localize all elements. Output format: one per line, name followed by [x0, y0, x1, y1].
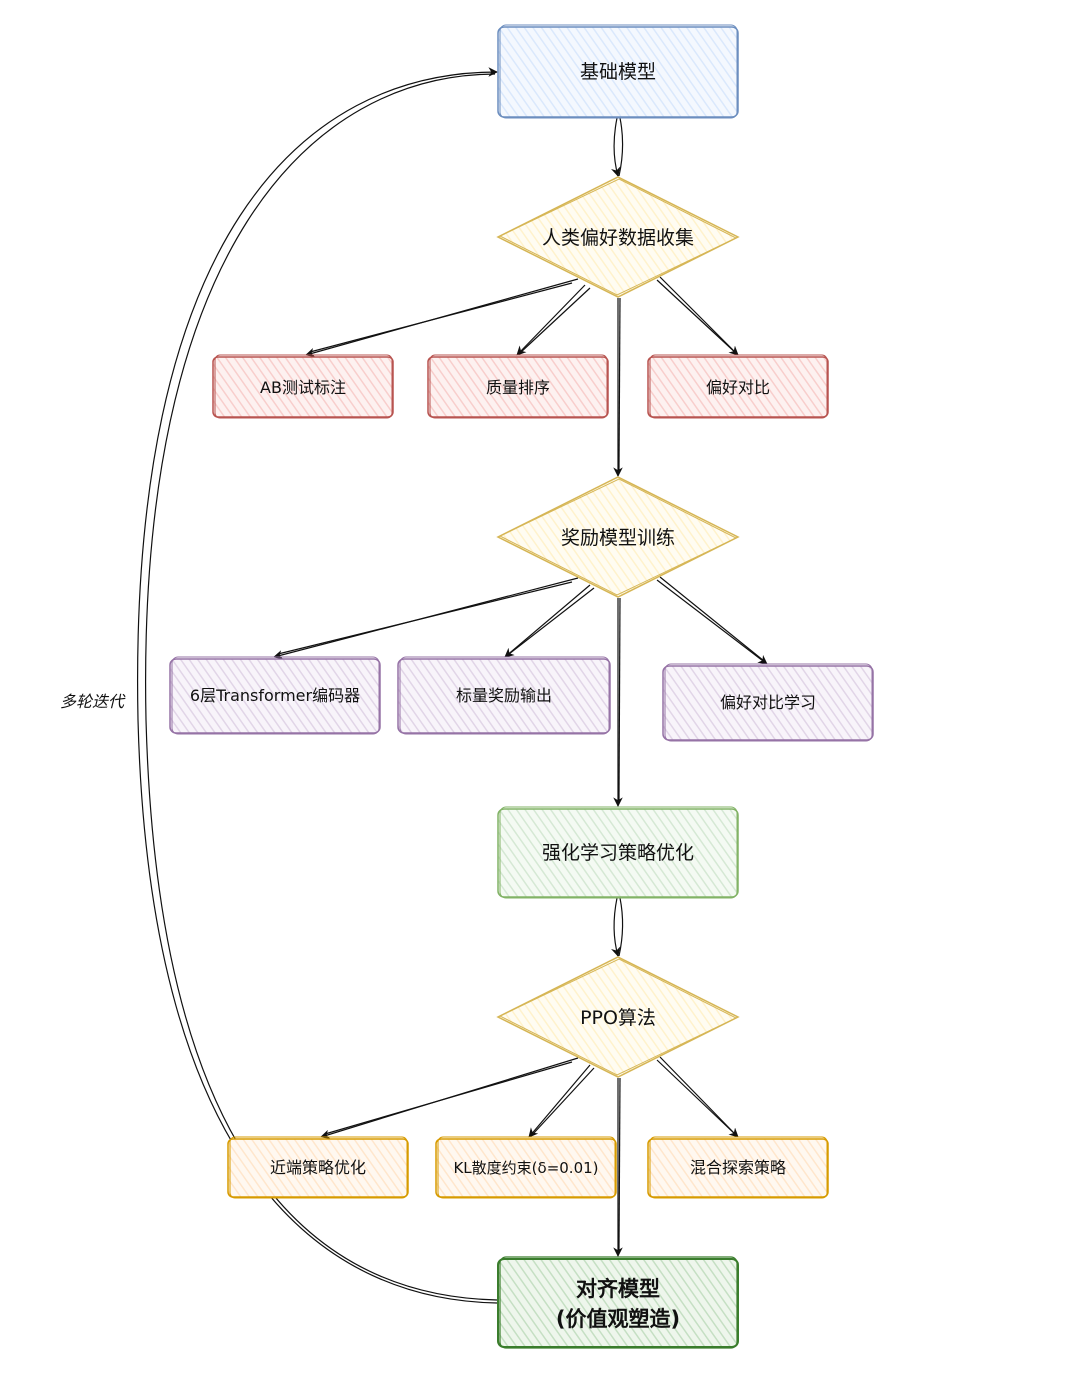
node-proximal[interactable]: 近端策略优化 — [227, 1136, 409, 1199]
node-ab-test-label: AB测试标注 — [260, 378, 346, 397]
edge-reward-to-scalar — [504, 584, 591, 658]
edge-rl-to-ppo — [611, 897, 621, 957]
node-scalar-reward[interactable]: 标量奖励输出 — [397, 656, 611, 735]
node-proximal-label: 近端策略优化 — [270, 1158, 366, 1177]
edges — [136, 67, 768, 1304]
node-hybrid-label: 混合探索策略 — [690, 1158, 786, 1177]
node-pref-contrast-label: 偏好对比学习 — [720, 693, 816, 712]
node-rl-opt[interactable]: 强化学习策略优化 — [497, 806, 739, 899]
node-ppo-label: PPO算法 — [580, 1007, 656, 1029]
node-transformer[interactable]: 6层Transformer编码器 — [169, 656, 381, 735]
node-aligned[interactable]: 对齐模型 (价值观塑造) — [497, 1256, 739, 1349]
node-rl-opt-label: 强化学习策略优化 — [542, 842, 694, 864]
edge-base-to-collect — [611, 117, 621, 177]
edge-ppo-to-hybrid — [656, 1059, 739, 1138]
node-hybrid[interactable]: 混合探索策略 — [647, 1136, 829, 1199]
node-kl[interactable]: KL散度约束(δ=0.01) — [435, 1136, 617, 1199]
node-pref-collect[interactable]: 人类偏好数据收集 — [496, 176, 740, 298]
node-reward-train-label: 奖励模型训练 — [561, 527, 675, 549]
node-pref-compare-label: 偏好对比 — [706, 378, 770, 397]
node-aligned-label-line1: 对齐模型 — [576, 1277, 660, 1301]
edge-ppo-to-kl — [528, 1064, 591, 1138]
node-base-model-label: 基础模型 — [580, 61, 656, 83]
node-transformer-label: 6层Transformer编码器 — [190, 686, 360, 705]
loop-label: 多轮迭代 — [60, 692, 126, 711]
node-ab-test[interactable]: AB测试标注 — [212, 354, 394, 419]
node-pref-contrast[interactable]: 偏好对比学习 — [662, 663, 874, 742]
edge-collect-to-rank — [516, 284, 586, 356]
edge-loop-back — [136, 67, 498, 1304]
node-aligned-label-line2: (价值观塑造) — [556, 1307, 680, 1331]
node-scalar-reward-label: 标量奖励输出 — [456, 686, 552, 705]
node-pref-compare[interactable]: 偏好对比 — [647, 354, 829, 419]
node-pref-collect-label: 人类偏好数据收集 — [542, 227, 694, 249]
node-quality-rank-label: 质量排序 — [486, 378, 550, 397]
node-ppo[interactable]: PPO算法 — [496, 956, 740, 1078]
node-reward-train[interactable]: 奖励模型训练 — [496, 476, 740, 598]
edge-collect-to-compare — [656, 279, 739, 356]
node-base-model[interactable]: 基础模型 — [497, 24, 739, 119]
node-quality-rank[interactable]: 质量排序 — [427, 354, 609, 419]
edge-reward-to-contrast — [656, 579, 768, 665]
node-kl-label: KL散度约束(δ=0.01) — [453, 1159, 598, 1177]
